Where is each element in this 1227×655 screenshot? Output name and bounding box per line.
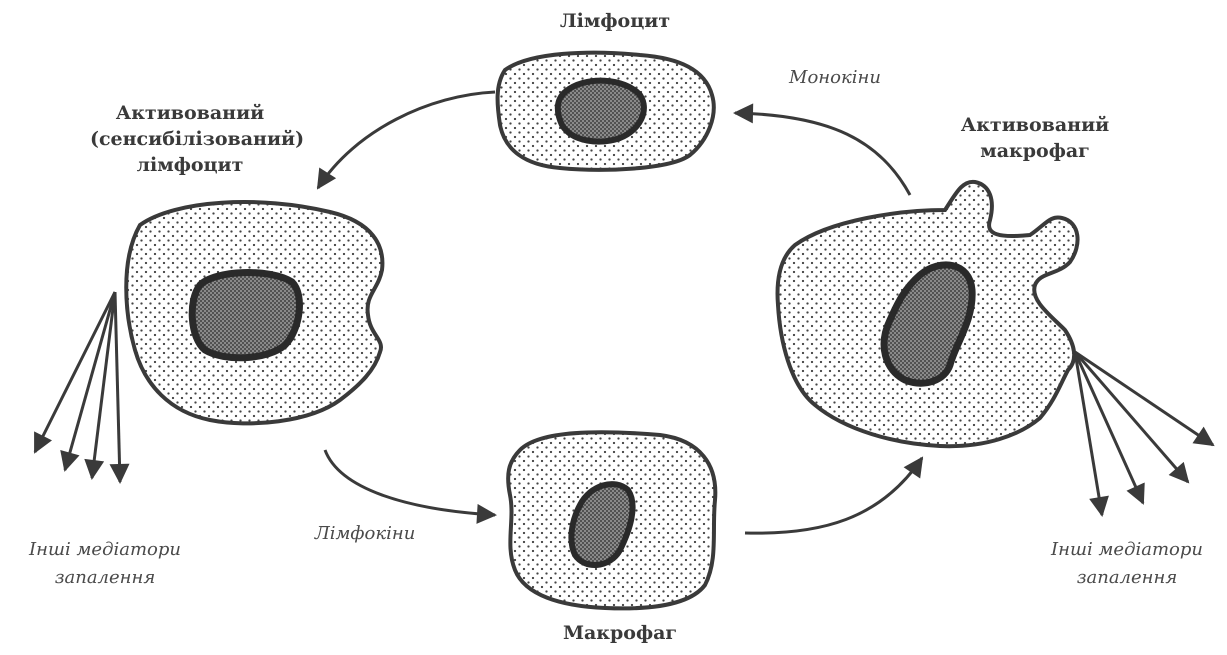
activated-macrophage-cell — [778, 182, 1078, 446]
activated-lymphocyte-cell — [126, 202, 382, 423]
activated-lymphocyte-line-1: Активований — [90, 100, 290, 126]
right-mediators-label: Інші медіатори запалення — [1032, 536, 1222, 592]
lymphokines-label: Лімфокіни — [290, 520, 440, 548]
right-mediators-line-2: запалення — [1032, 564, 1222, 592]
left-mediators-arrows — [35, 292, 120, 482]
activated-lymphocyte-line-2: (сенсибілізований) — [90, 126, 290, 152]
activated-macrophage-line-1: Активований — [955, 112, 1115, 138]
left-mediators-line-1: Інші медіатори — [5, 536, 205, 564]
arrow-lymphocyte-to-activated — [318, 92, 495, 188]
monokines-label: Монокіни — [775, 64, 895, 92]
activated-lymphocyte-nucleus — [192, 273, 299, 358]
activated-macrophage-label: Активований макрофаг — [955, 112, 1115, 164]
right-mediators-arrows — [1075, 352, 1213, 515]
activated-macrophage-line-2: макрофаг — [955, 138, 1115, 164]
macrophage-cell — [508, 432, 715, 608]
right-mediators-line-1: Інші медіатори — [1032, 536, 1222, 564]
macrophage-label: Макрофаг — [550, 620, 690, 646]
arrow-lymphokines — [325, 450, 495, 515]
lymphocyte-nucleus — [558, 81, 644, 142]
arrow-to-activated-macrophage — [745, 458, 922, 533]
left-mediators-label: Інші медіатори запалення — [5, 536, 205, 592]
activated-lymphocyte-label: Активований (сенсибілізований) лімфоцит — [90, 100, 290, 178]
lymphocyte-cell — [498, 53, 714, 170]
lymphocyte-label: Лімфоцит — [545, 8, 685, 34]
arrow-monokines — [735, 113, 910, 195]
activated-lymphocyte-line-3: лімфоцит — [90, 152, 290, 178]
left-mediators-line-2: запалення — [5, 564, 205, 592]
